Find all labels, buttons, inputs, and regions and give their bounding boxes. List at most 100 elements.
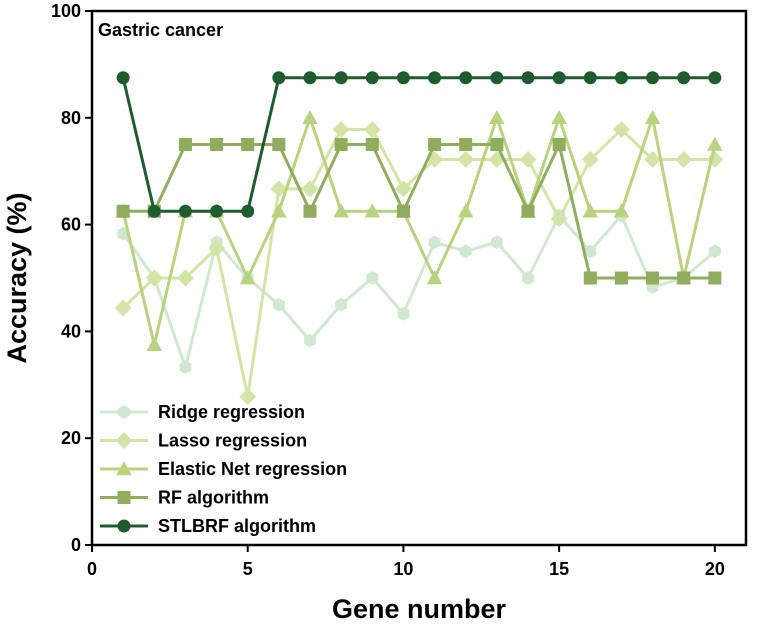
data-point	[334, 71, 348, 85]
x-tick-label: 10	[393, 559, 413, 579]
data-point	[521, 71, 535, 85]
data-point	[428, 235, 441, 250]
data-point	[366, 271, 379, 285]
data-point	[552, 138, 566, 151]
data-point	[582, 203, 599, 218]
legend-item: RF algorithm	[100, 488, 269, 508]
legend-marker	[117, 519, 131, 533]
y-tick-label: 40	[61, 321, 81, 341]
data-point	[457, 151, 475, 168]
data-point	[646, 71, 660, 85]
series-ridge-regression	[117, 208, 721, 374]
data-point	[426, 151, 444, 168]
data-point	[459, 71, 473, 85]
data-point	[303, 71, 317, 85]
data-point	[303, 204, 317, 218]
legend-label: Elastic Net regression	[158, 459, 347, 479]
series-line	[121, 116, 717, 347]
data-point	[179, 360, 192, 374]
data-point	[426, 270, 443, 285]
data-point	[708, 244, 721, 259]
data-point	[644, 151, 662, 168]
data-point	[708, 71, 722, 85]
y-tick-label: 60	[61, 215, 81, 235]
series-elastic-net-regression	[115, 110, 723, 351]
data-point	[147, 204, 161, 218]
data-point	[489, 110, 505, 125]
data-point	[176, 269, 194, 287]
legend-marker	[117, 491, 131, 504]
y-tick-label: 100	[51, 1, 81, 21]
data-point	[612, 121, 630, 138]
data-point	[677, 71, 691, 85]
data-point	[272, 138, 286, 151]
data-point	[708, 271, 722, 285]
data-point	[332, 121, 350, 138]
series-stlbrf-algorithm	[116, 71, 722, 218]
data-point	[675, 151, 693, 168]
data-point	[459, 244, 472, 259]
legend-marker	[115, 432, 133, 449]
data-point	[210, 138, 224, 151]
data-point	[178, 204, 192, 218]
data-point	[707, 136, 723, 151]
data-point	[272, 71, 286, 85]
series-rf-algorithm	[116, 138, 722, 285]
data-point	[116, 204, 130, 218]
legend-label: RF algorithm	[158, 488, 269, 508]
data-point	[490, 235, 503, 250]
data-point	[364, 203, 381, 218]
data-point	[706, 151, 724, 168]
series-line	[122, 128, 715, 399]
data-point	[146, 336, 163, 351]
legend-marker	[116, 461, 132, 476]
data-point	[334, 138, 348, 151]
plot-frame	[90, 9, 748, 547]
data-point	[272, 297, 285, 312]
data-point	[116, 71, 130, 85]
data-point	[551, 110, 567, 125]
data-point	[552, 71, 566, 85]
data-point	[459, 138, 473, 151]
data-point	[241, 138, 255, 151]
legend-marker	[118, 405, 130, 419]
y-tick-label: 80	[61, 108, 81, 128]
legend-label: Ridge regression	[158, 402, 305, 422]
data-point	[178, 138, 192, 151]
data-point	[581, 151, 599, 168]
legend-label: Lasso regression	[158, 431, 307, 451]
data-point	[239, 388, 257, 405]
data-point	[304, 333, 316, 348]
data-point	[394, 180, 412, 198]
chart-annotation: Gastric cancer	[98, 20, 223, 40]
legend-item: Lasso regression	[100, 431, 307, 451]
data-point	[457, 203, 474, 218]
data-point	[365, 71, 379, 85]
data-point	[365, 138, 379, 151]
x-axis-title: Gene number	[332, 594, 507, 624]
data-point	[397, 306, 410, 321]
data-point	[363, 121, 381, 138]
data-point	[522, 271, 534, 285]
data-point	[614, 271, 628, 285]
series-layer	[114, 71, 724, 405]
x-tick-label: 15	[549, 559, 569, 579]
data-point	[241, 204, 255, 218]
data-point	[584, 244, 597, 259]
data-point	[271, 203, 287, 218]
data-point	[677, 271, 691, 285]
data-point	[239, 270, 256, 285]
legend-label: STLBRF algorithm	[158, 516, 316, 536]
data-point	[208, 239, 226, 257]
data-point	[519, 151, 537, 168]
y-axis-title: Accuracy (%)	[2, 192, 32, 363]
data-point	[428, 138, 442, 151]
series-lasso-regression	[114, 121, 724, 405]
data-point	[301, 180, 319, 198]
data-point	[490, 71, 504, 85]
data-point	[490, 138, 504, 151]
data-point	[114, 299, 132, 317]
data-point	[613, 203, 630, 218]
